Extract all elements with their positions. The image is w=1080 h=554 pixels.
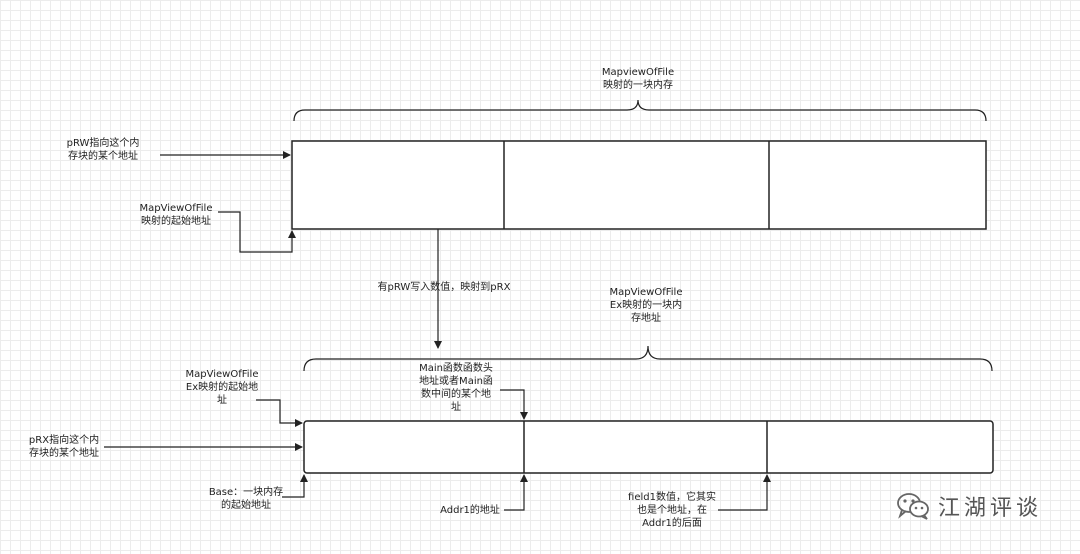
base-arrow bbox=[282, 474, 308, 498]
main-func-label-line-3: 数中间的某个地 bbox=[421, 389, 491, 400]
wechat-icon bbox=[897, 493, 929, 520]
bottom-brace-label-line-3: 存地址 bbox=[631, 313, 661, 324]
main-func-arrow bbox=[500, 389, 528, 420]
bottom-memory-block bbox=[303, 420, 994, 474]
field1-label: field1数值，它其实也是个地址，在 Addr1的后面 bbox=[612, 491, 732, 530]
prw-pointer-label-line-2: 存块的某个地址 bbox=[68, 151, 138, 162]
main-func-label: Main函数函数头地址或者Main函数中间的某个地址 bbox=[406, 362, 506, 414]
main-func-label-line-4: 址 bbox=[451, 402, 461, 413]
top-brace-label: MapviewOfFile 映射的一块内存 bbox=[578, 66, 698, 92]
watermark-text: 江湖评谈 bbox=[938, 496, 1043, 521]
mapviewex-start-label-line-2: Ex映射的起始地 bbox=[185, 382, 259, 393]
top-brace-label-line-1: MapviewOfFile bbox=[601, 67, 675, 78]
field1-label-line-2: 也是个地址，在 bbox=[637, 505, 707, 516]
addr1-label: Addr1的地址 bbox=[420, 504, 520, 517]
top-memory-block bbox=[291, 140, 987, 230]
top-brace bbox=[293, 99, 987, 122]
prx-pointer-label-line-1: pRX指向这个内 bbox=[28, 435, 100, 446]
mapview-start-label-line-2: 映射的起始地址 bbox=[141, 216, 211, 227]
field1-arrow bbox=[718, 474, 771, 511]
prx-pointer-label: pRX指向这个内存块的某个地址 bbox=[12, 434, 116, 460]
base-label-line-2: 的起始地址 bbox=[221, 500, 271, 511]
main-func-label-line-1: Main函数函数头 bbox=[419, 363, 493, 374]
main-func-label-line-2: 地址或者Main函 bbox=[419, 376, 493, 387]
bottom-brace-label-line-1: MapViewOfFile bbox=[609, 287, 683, 298]
bottom-brace bbox=[303, 345, 993, 372]
field1-label-line-3: Addr1的后面 bbox=[642, 518, 702, 529]
top-brace-label-line-2: 映射的一块内存 bbox=[603, 80, 673, 91]
mapviewex-start-label-line-1: MapViewOfFile bbox=[185, 369, 259, 380]
bottom-brace-label-line-2: Ex映射的一块内 bbox=[609, 300, 683, 311]
addr1-arrow bbox=[504, 474, 528, 511]
prw-pointer-label-line-1: pRW指向这个内 bbox=[66, 138, 140, 149]
addr1-label-line-1: Addr1的地址 bbox=[440, 505, 500, 516]
base-label-line-1: Base：一块内存 bbox=[208, 487, 284, 498]
mapview-start-label: MapViewOfFile 映射的起始地址 bbox=[126, 202, 226, 228]
mapviewex-start-label-line-3: 址 bbox=[217, 395, 227, 406]
mapview-start-arrow bbox=[218, 211, 296, 253]
prx-pointer-label-line-2: 存块的某个地址 bbox=[29, 448, 99, 459]
mapview-start-label-line-1: MapViewOfFile bbox=[139, 203, 213, 214]
write-map-label-line-1: 有pRW写入数值，映射到pRX bbox=[377, 282, 511, 293]
prw-pointer-label: pRW指向这个内存块的某个地址 bbox=[48, 137, 158, 163]
watermark: 江湖评谈 bbox=[896, 490, 1042, 522]
base-label: Base：一块内存的起始地址 bbox=[196, 486, 296, 512]
field1-label-line-1: field1数值，它其实 bbox=[628, 492, 716, 503]
write-map-label: 有pRW写入数值，映射到pRX bbox=[364, 281, 524, 294]
mapviewex-start-arrow bbox=[256, 399, 303, 427]
